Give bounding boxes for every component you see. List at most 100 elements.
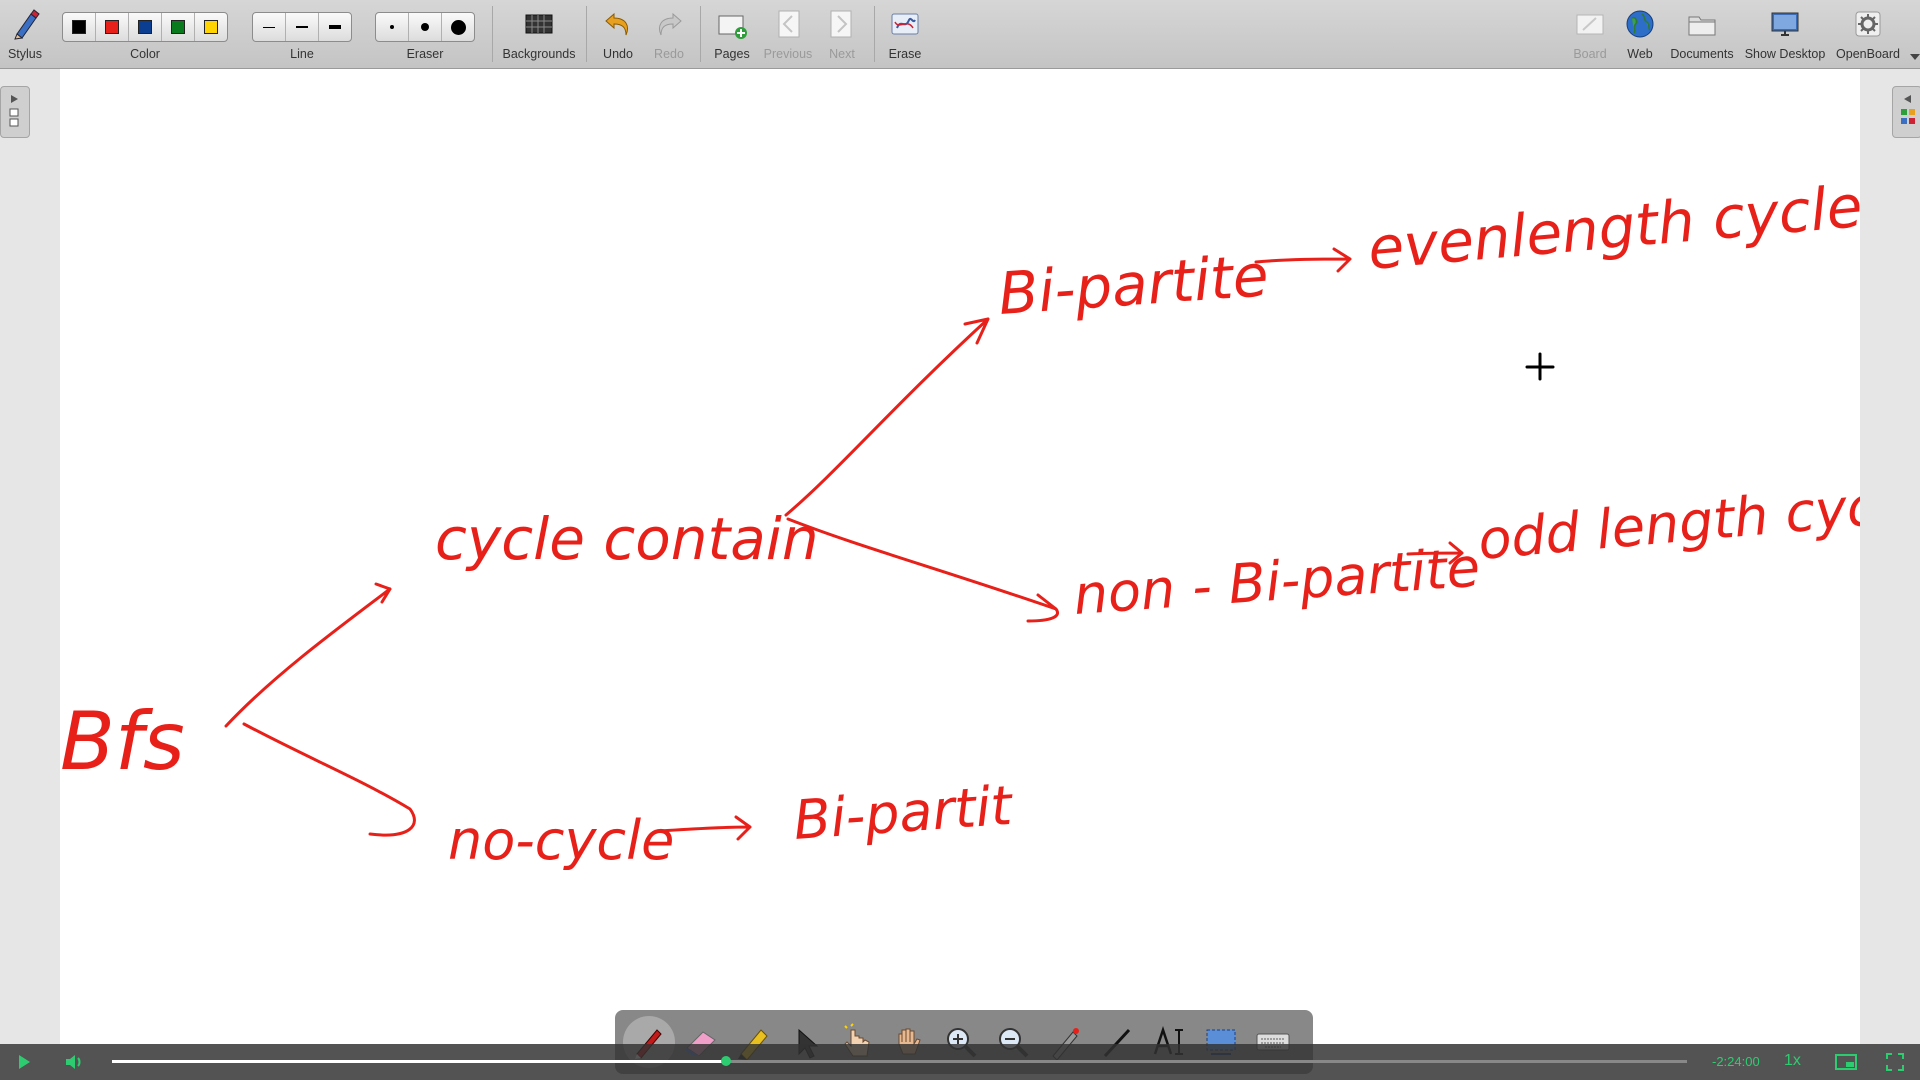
crosshair-cursor-icon	[1525, 352, 1555, 381]
board-label: Board	[1573, 47, 1607, 61]
arrow-no-cycle-to-bipartite	[658, 815, 752, 841]
arrow-cycle-to-bipartite	[784, 317, 990, 517]
handwriting-layer: Bfs cycle contain Bi-partite evenlength …	[60, 172, 1860, 872]
show-desktop-button[interactable]: Show Desktop	[1742, 0, 1828, 68]
backgrounds-button[interactable]: Backgrounds	[498, 0, 580, 68]
pages-button[interactable]: Pages	[706, 0, 758, 68]
progress-fill	[112, 1060, 727, 1063]
color-green[interactable]	[162, 13, 195, 41]
documents-button[interactable]: Documents	[1664, 0, 1740, 68]
play-icon[interactable]	[16, 1054, 32, 1070]
color-yellow[interactable]	[195, 13, 227, 41]
color-label: Color	[130, 47, 160, 61]
redo-button[interactable]: Redo	[644, 0, 694, 68]
redo-label: Redo	[654, 47, 684, 61]
text-bipartite-top: Bi-partite	[996, 241, 1270, 328]
color-group: Color	[60, 0, 230, 68]
monitor-icon	[1771, 12, 1799, 36]
playback-speed-button[interactable]: 1x	[1784, 1052, 1801, 1069]
erase-board-icon	[891, 13, 919, 35]
openboard-menu-button[interactable]: OpenBoard	[1830, 0, 1920, 68]
gear-icon	[1855, 11, 1881, 37]
next-page-button[interactable]: Next	[816, 0, 868, 68]
show-desktop-label: Show Desktop	[1744, 47, 1826, 61]
library-icon	[1901, 95, 1915, 124]
swatch-black	[72, 20, 86, 34]
line-thick-icon	[329, 25, 341, 29]
eraser-large[interactable]	[442, 13, 474, 41]
stylus-label: Stylus	[7, 47, 43, 61]
eraser-small[interactable]	[376, 13, 409, 41]
toolbar-separator	[700, 6, 701, 62]
swatch-yellow	[204, 20, 218, 34]
video-player-bar: -2:24:00 1x	[0, 1044, 1920, 1080]
arrow-non-bipartite-to-odd	[1406, 541, 1464, 565]
eraser-large-icon	[450, 19, 466, 35]
pen-icon	[14, 9, 40, 40]
progress-knob[interactable]	[721, 1056, 732, 1066]
board-icon	[1576, 14, 1604, 35]
whiteboard-canvas[interactable]: Bfs cycle contain Bi-partite evenlength …	[60, 69, 1860, 1044]
board-button[interactable]: Board	[1566, 0, 1614, 68]
eraser-medium[interactable]	[409, 13, 442, 41]
next-label: Next	[829, 47, 855, 61]
line-medium[interactable]	[286, 13, 319, 41]
web-label: Web	[1627, 47, 1653, 61]
stylus-button[interactable]: Stylus	[2, 0, 48, 68]
fullscreen-icon[interactable]	[1886, 1053, 1904, 1071]
documents-label: Documents	[1670, 47, 1734, 61]
globe-icon	[1626, 10, 1654, 38]
eraser-medium-icon	[421, 23, 429, 31]
add-page-icon	[718, 15, 747, 39]
color-red[interactable]	[96, 13, 129, 41]
toolbar-separator	[492, 6, 493, 62]
line-thin[interactable]	[253, 13, 286, 41]
previous-page-icon	[778, 10, 800, 38]
volume-icon[interactable]	[64, 1053, 84, 1071]
line-thin-icon	[263, 26, 275, 28]
eraser-size-picker	[375, 12, 475, 42]
grid-background-icon	[525, 14, 553, 34]
text-bfs: Bfs	[60, 695, 185, 788]
text-no-cycle: no-cycle	[448, 809, 674, 872]
erase-button[interactable]: Erase	[880, 0, 930, 68]
swatch-blue	[138, 20, 152, 34]
progress-track[interactable]	[112, 1056, 1687, 1066]
left-page-panel-toggle[interactable]	[0, 86, 30, 138]
play-pages-icon	[9, 95, 19, 127]
line-medium-icon	[296, 26, 308, 28]
text-cycle-contain: cycle contain	[435, 505, 819, 573]
color-black[interactable]	[63, 13, 96, 41]
chevron-down-icon	[1910, 54, 1920, 60]
right-library-panel-toggle[interactable]	[1892, 86, 1920, 138]
arrow-cycle-to-non-bipartite	[786, 517, 1059, 623]
backgrounds-label: Backgrounds	[502, 47, 576, 61]
main-toolbar: Stylus Color Line Eraser	[0, 0, 1920, 69]
text-even-length-cycle: evenlength cycle	[1365, 172, 1860, 283]
pages-label: Pages	[714, 47, 750, 61]
color-blue[interactable]	[129, 13, 162, 41]
folder-icon	[1688, 16, 1716, 36]
picture-in-picture-icon[interactable]	[1835, 1054, 1857, 1070]
web-button[interactable]: Web	[1618, 0, 1662, 68]
line-group: Line	[250, 0, 354, 68]
time-remaining: -2:24:00	[1712, 1054, 1760, 1069]
undo-label: Undo	[603, 47, 633, 61]
redo-arrow-icon	[659, 12, 682, 36]
previous-page-button[interactable]: Previous	[760, 0, 816, 68]
openboard-label: OpenBoard	[1836, 47, 1900, 61]
color-picker	[62, 12, 228, 42]
undo-arrow-icon	[605, 12, 628, 36]
undo-button[interactable]: Undo	[592, 0, 644, 68]
previous-label: Previous	[763, 47, 813, 61]
line-thick[interactable]	[319, 13, 351, 41]
eraser-label: Eraser	[406, 47, 444, 61]
line-width-picker	[252, 12, 352, 42]
line-label: Line	[290, 47, 314, 61]
text-non-bipartite: non - Bi-partite	[1072, 536, 1482, 627]
toolbar-separator	[874, 6, 875, 62]
arrow-bipartite-to-even	[1254, 247, 1352, 273]
swatch-green	[171, 20, 185, 34]
swatch-red	[105, 20, 119, 34]
next-page-icon	[830, 10, 852, 38]
